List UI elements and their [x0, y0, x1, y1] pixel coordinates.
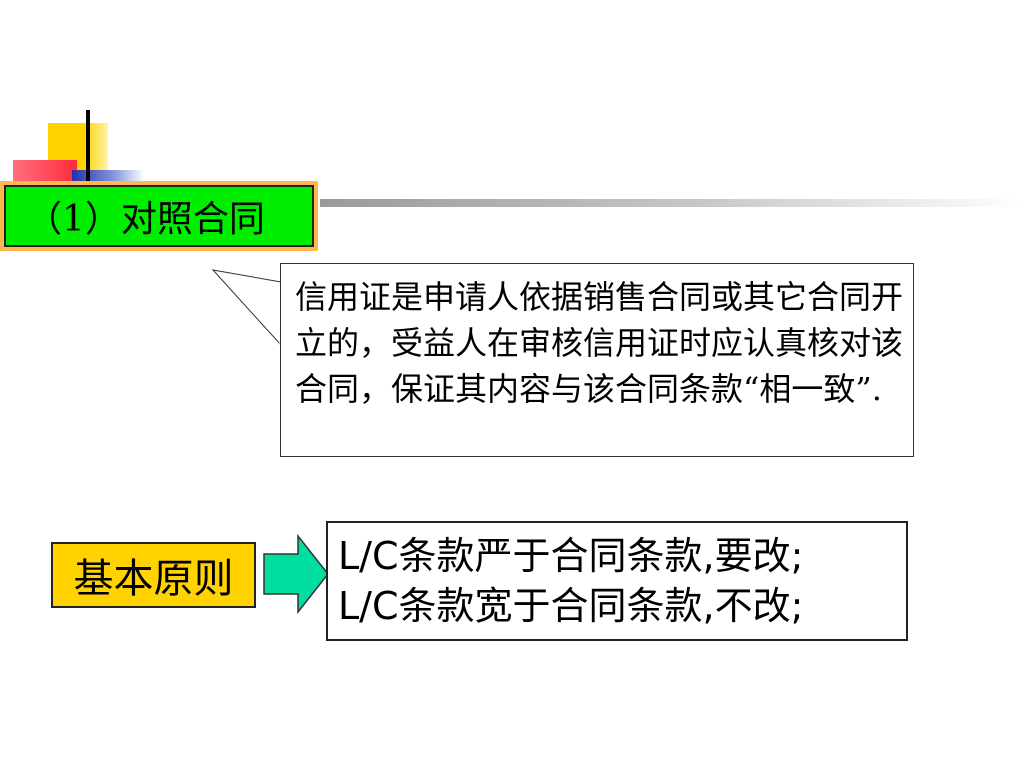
decor-vertical-line	[86, 110, 90, 188]
callout-box: 信用证是申请人依据销售合同或其它合同开立的，受益人在审核信用证时应认真核对该合同…	[280, 263, 914, 457]
callout-text: 信用证是申请人依据销售合同或其它合同开立的，受益人在审核信用证时应认真核对该合同…	[295, 278, 904, 408]
principle-label: 基本原则	[51, 542, 256, 608]
rule-line-loose: L/C条款宽于合同条款,不改;	[338, 584, 804, 628]
right-arrow-icon	[263, 534, 329, 614]
heading-rule-line	[320, 199, 1024, 207]
rules-box: L/C条款严于合同条款,要改; L/C条款宽于合同条款,不改;	[326, 521, 908, 641]
decor-red-bar	[13, 160, 77, 182]
heading-tab: （1）对照合同	[0, 181, 318, 251]
decor-blue-bar	[72, 170, 144, 184]
rule-line-strict: L/C条款严于合同条款,要改;	[338, 534, 804, 578]
heading-title: （1）对照合同	[4, 185, 314, 247]
